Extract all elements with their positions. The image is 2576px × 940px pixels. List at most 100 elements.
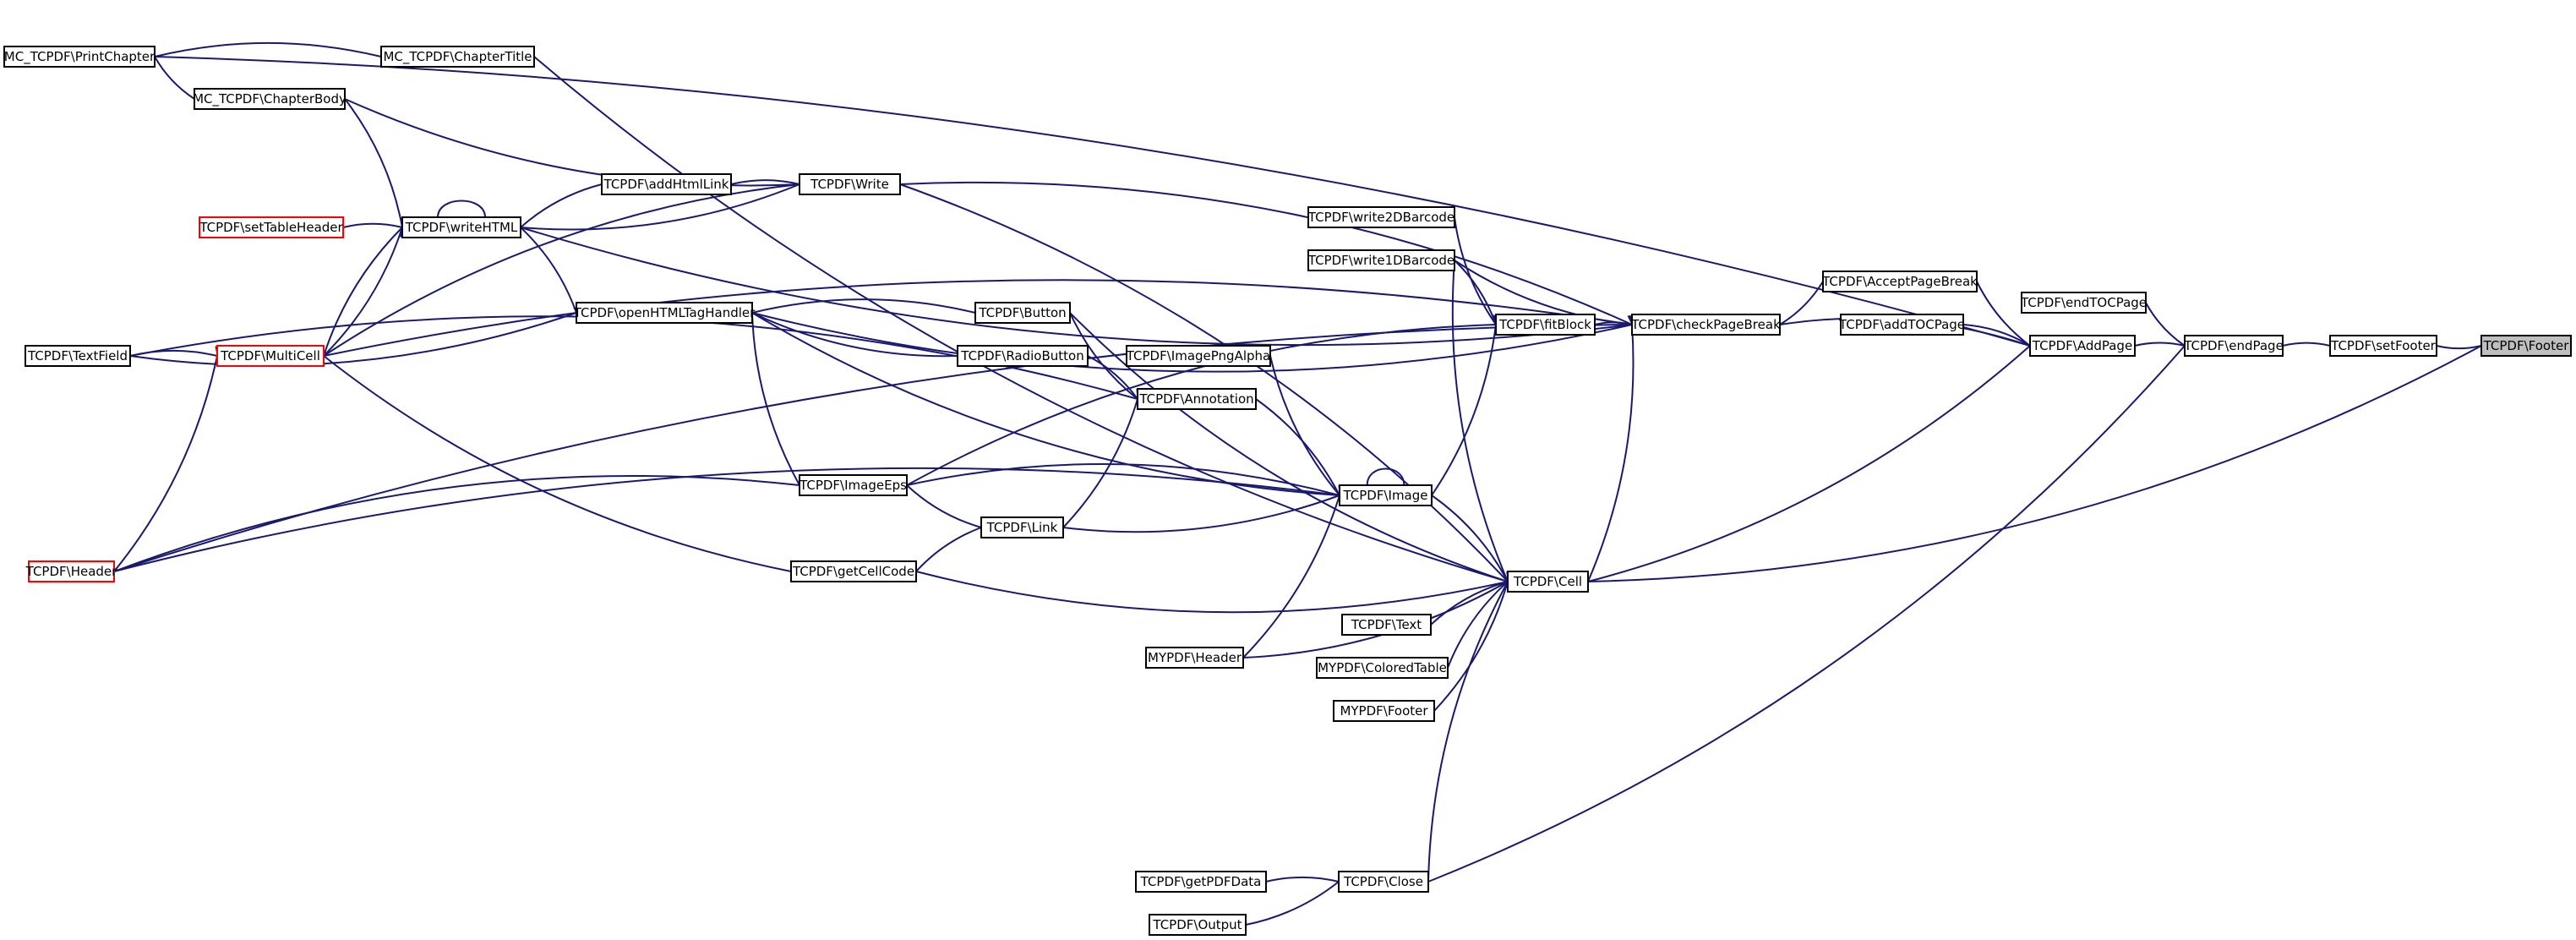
edge-image-to-openhtmltaghandler	[751, 312, 1350, 500]
node-textfield[interactable]: TCPDF\TextField	[25, 345, 131, 367]
edge-image-to-mypdf_header	[1242, 485, 1347, 659]
node-image[interactable]: TCPDF\Image	[1339, 484, 1433, 506]
node-label: TCPDF\Write	[810, 177, 889, 192]
edge-cell-to-image	[1431, 495, 1516, 593]
node-mypdf_footer[interactable]: MYPDF\Footer	[1333, 700, 1435, 722]
edge-cell-to-coloredtable	[1447, 571, 1518, 669]
edge-button-to-openhtmltaghandler	[751, 298, 985, 320]
node-addpage[interactable]: TCPDF\AddPage	[2029, 335, 2136, 357]
node-label: TCPDF\Output	[1152, 917, 1242, 932]
node-addhtmllink[interactable]: TCPDF\addHtmlLink	[601, 173, 732, 195]
edge-cell-to-footer	[1578, 345, 2482, 587]
node-acceptpagebreak[interactable]: TCPDF\AcceptPageBreak	[1821, 271, 1978, 292]
node-label: TCPDF\openHTMLTagHandler	[573, 305, 756, 320]
node-chapterbody[interactable]: MC_TCPDF\ChapterBody	[193, 88, 347, 110]
node-link[interactable]: TCPDF\Link	[980, 516, 1064, 538]
node-header[interactable]: TCPDF\Header	[25, 560, 117, 582]
node-box	[980, 516, 1064, 538]
node-mypdf_header[interactable]: MYPDF\Header	[1145, 647, 1244, 669]
edge-radiobutton-to-openhtmltaghandler	[751, 312, 968, 360]
node-radiobutton[interactable]: TCPDF\RadioButton	[957, 345, 1089, 367]
edge-writehtml-to-chapterbody	[344, 98, 408, 238]
edge-imageeps-to-openhtmltaghandler	[751, 312, 808, 496]
node-footer[interactable]: TCPDF\Footer	[2480, 335, 2572, 357]
edge-write-to-chapterbody	[344, 98, 810, 189]
node-box	[216, 345, 325, 367]
node-label: TCPDF\addHtmlLink	[603, 177, 729, 192]
node-label: TCPDF\RadioButton	[960, 348, 1083, 363]
node-openhtmltaghandler[interactable]: TCPDF\openHTMLTagHandler	[573, 302, 756, 324]
node-button[interactable]: TCPDF\Button	[974, 302, 1071, 324]
node-label: TCPDF\Link	[986, 520, 1058, 535]
node-box	[1137, 388, 1257, 410]
node-coloredtable[interactable]: MYPDF\ColoredTable	[1316, 657, 1449, 679]
edge-image-to-image	[1362, 467, 1405, 495]
node-label: TCPDF\setFooter	[2330, 338, 2437, 353]
node-close[interactable]: TCPDF\Close	[1338, 871, 1429, 893]
node-multicell[interactable]: TCPDF\MultiCell	[216, 345, 325, 367]
node-label: TCPDF\TextField	[27, 348, 128, 363]
node-fitblock[interactable]: TCPDF\fitBlock	[1495, 314, 1596, 336]
node-output[interactable]: TCPDF\Output	[1149, 914, 1247, 936]
node-label: TCPDF\Close	[1343, 874, 1423, 889]
edge-close-to-getpdfdata	[1265, 876, 1349, 888]
node-label: MYPDF\Footer	[1340, 703, 1428, 719]
node-box	[601, 173, 732, 195]
node-label: TCPDF\getCellCode	[792, 564, 914, 579]
node-getcellcode[interactable]: TCPDF\getCellCode	[790, 560, 917, 582]
node-imageeps[interactable]: TCPDF\ImageEps	[799, 474, 908, 496]
node-box	[380, 46, 535, 68]
edge-addpage-to-cell	[1587, 336, 2040, 582]
node-box	[2021, 292, 2147, 314]
edge-cell-to-mypdf_footer	[1433, 571, 1514, 712]
node-box	[2329, 335, 2437, 357]
edge-checkpagebreak-to-openhtmltaghandler	[751, 312, 1642, 373]
edge-endpage-to-endtocpage	[2145, 302, 2195, 355]
node-setfooter[interactable]: TCPDF\setFooter	[2329, 335, 2437, 357]
node-text[interactable]: TCPDF\Text	[1341, 614, 1432, 636]
node-settableheader[interactable]: TCPDF\setTableHeader	[199, 216, 344, 238]
node-box	[1822, 271, 1978, 292]
node-chaptertitle[interactable]: MC_TCPDF\ChapterTitle	[380, 46, 535, 68]
node-checkpagebreak[interactable]: TCPDF\checkPageBreak	[1630, 314, 1781, 336]
node-box	[2480, 335, 2572, 357]
node-write2dbarcode[interactable]: TCPDF\write2DBarcode	[1307, 206, 1455, 228]
node-label: TCPDF\endTOCPage	[2020, 295, 2147, 310]
node-endtocpage[interactable]: TCPDF\endTOCPage	[2020, 292, 2147, 314]
node-getpdfdata[interactable]: TCPDF\getPDFData	[1135, 871, 1267, 893]
node-label: TCPDF\Cell	[1513, 574, 1582, 589]
node-label: TCPDF\Image	[1342, 488, 1427, 503]
node-label: TCPDF\Annotation	[1138, 391, 1253, 407]
node-write1dbarcode[interactable]: TCPDF\write1DBarcode	[1307, 249, 1455, 271]
node-label: MC_TCPDF\PrintChapter	[4, 49, 156, 65]
edge-endpage-to-close	[1427, 336, 2195, 883]
edge-addpage-to-addtocpage	[1962, 324, 2041, 354]
node-label: TCPDF\Header	[25, 564, 117, 579]
edge-endpage-to-addpage	[2134, 342, 2195, 352]
node-annotation[interactable]: TCPDF\Annotation	[1137, 388, 1257, 410]
node-cell[interactable]: TCPDF\Cell	[1507, 571, 1589, 593]
node-label: TCPDF\addTOCPage	[1838, 317, 1965, 332]
node-writehtml[interactable]: TCPDF\writeHTML	[401, 216, 521, 238]
node-label: TCPDF\write2DBarcode	[1307, 210, 1454, 225]
node-box	[799, 173, 901, 195]
node-endpage[interactable]: TCPDF\endPage	[2183, 335, 2284, 357]
edge-write-to-addhtmllink	[730, 179, 810, 191]
edge-write-to-multicell	[323, 178, 810, 357]
node-box	[1145, 647, 1244, 669]
node-box	[3, 46, 156, 68]
node-imagepngalpha[interactable]: TCPDF\ImagePngAlpha	[1126, 345, 1271, 367]
node-box	[1339, 484, 1433, 506]
node-printchapter[interactable]: MC_TCPDF\PrintChapter	[3, 46, 156, 68]
node-addtocpage[interactable]: TCPDF\addTOCPage	[1838, 314, 1965, 336]
edge-cell-to-close	[1427, 571, 1516, 883]
edge-close-to-output	[1245, 872, 1349, 926]
edge-image-to-imagepngalpha	[1269, 355, 1349, 506]
edge-image-to-header	[113, 467, 1350, 572]
edge-write1dbarcode-to-checkpagebreak	[1444, 251, 1633, 325]
node-write[interactable]: TCPDF\Write	[799, 173, 901, 195]
edge-imageeps-to-header	[113, 474, 810, 572]
node-box	[1840, 314, 1964, 336]
node-box	[2184, 335, 2284, 357]
